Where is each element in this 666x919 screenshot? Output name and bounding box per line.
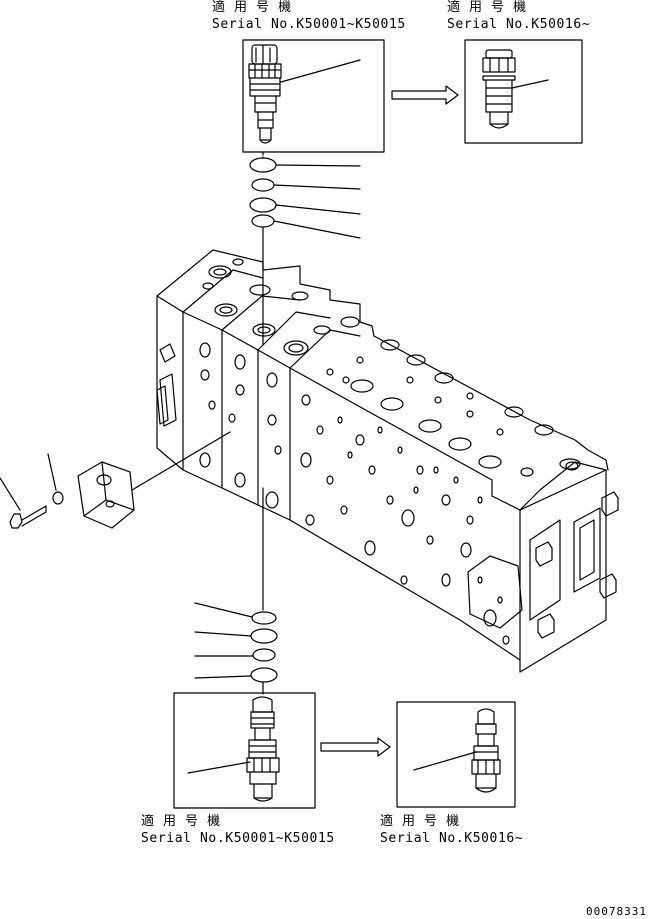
bottom-left-leader-line bbox=[187, 761, 251, 774]
upgrade-arrow-bottom bbox=[320, 737, 391, 757]
bottom-right-leader-line bbox=[413, 751, 477, 771]
top-o-ring-stack bbox=[249, 151, 361, 346]
valve-ports bbox=[202, 258, 581, 470]
top-left-inset-frame bbox=[242, 39, 385, 153]
top-right-leader-line bbox=[511, 79, 549, 89]
backup-ring-icon bbox=[251, 178, 275, 192]
top-right-inset-frame bbox=[464, 39, 583, 144]
front-face-holes bbox=[199, 342, 510, 645]
o-ring-icon bbox=[249, 157, 277, 173]
control-valve-body bbox=[156, 249, 609, 673]
o-ring-icon bbox=[250, 628, 278, 644]
backup-ring-icon bbox=[251, 611, 277, 625]
relief-valve-top-new-icon bbox=[482, 49, 516, 129]
backup-ring-icon bbox=[251, 214, 275, 228]
top-right-serial-label: Serial No.K50016~ bbox=[447, 17, 591, 32]
relief-valve-bottom-old-icon bbox=[246, 696, 280, 802]
top-left-applicable-label: 適 用 号 機 bbox=[212, 0, 292, 15]
relief-valve-bottom-new-icon bbox=[471, 708, 501, 793]
bottom-left-serial-label: Serial No.K50001~K50015 bbox=[141, 831, 335, 846]
bottom-left-inset bbox=[173, 692, 316, 809]
bottom-left-applicable-label: 適 用 号 機 bbox=[141, 814, 221, 829]
bottom-o-ring-stack bbox=[194, 487, 278, 695]
top-right-applicable-label: 適 用 号 機 bbox=[447, 0, 527, 15]
end-plate-bolts bbox=[520, 461, 619, 639]
relief-valve-top-old-icon bbox=[248, 44, 282, 144]
backup-ring-icon bbox=[252, 648, 276, 662]
top-left-serial-label: Serial No.K50001~K50015 bbox=[212, 17, 406, 32]
top-right-inset bbox=[464, 39, 583, 144]
bottom-left-inset-frame bbox=[173, 692, 316, 809]
upgrade-arrow-top bbox=[391, 85, 459, 105]
drawing-number: 00078331 bbox=[586, 905, 647, 918]
bolt-icon bbox=[9, 505, 47, 529]
o-ring-icon bbox=[249, 197, 277, 213]
top-left-leader-line bbox=[280, 59, 361, 83]
bottom-right-serial-label: Serial No.K50016~ bbox=[380, 831, 524, 846]
bottom-right-applicable-label: 適 用 号 機 bbox=[380, 814, 460, 829]
side-flange-assembly bbox=[0, 431, 231, 529]
bottom-right-inset bbox=[396, 701, 516, 808]
top-left-inset bbox=[242, 39, 385, 153]
washer-icon bbox=[52, 491, 64, 505]
o-ring-icon bbox=[250, 667, 278, 683]
bottom-right-inset-frame bbox=[396, 701, 516, 808]
